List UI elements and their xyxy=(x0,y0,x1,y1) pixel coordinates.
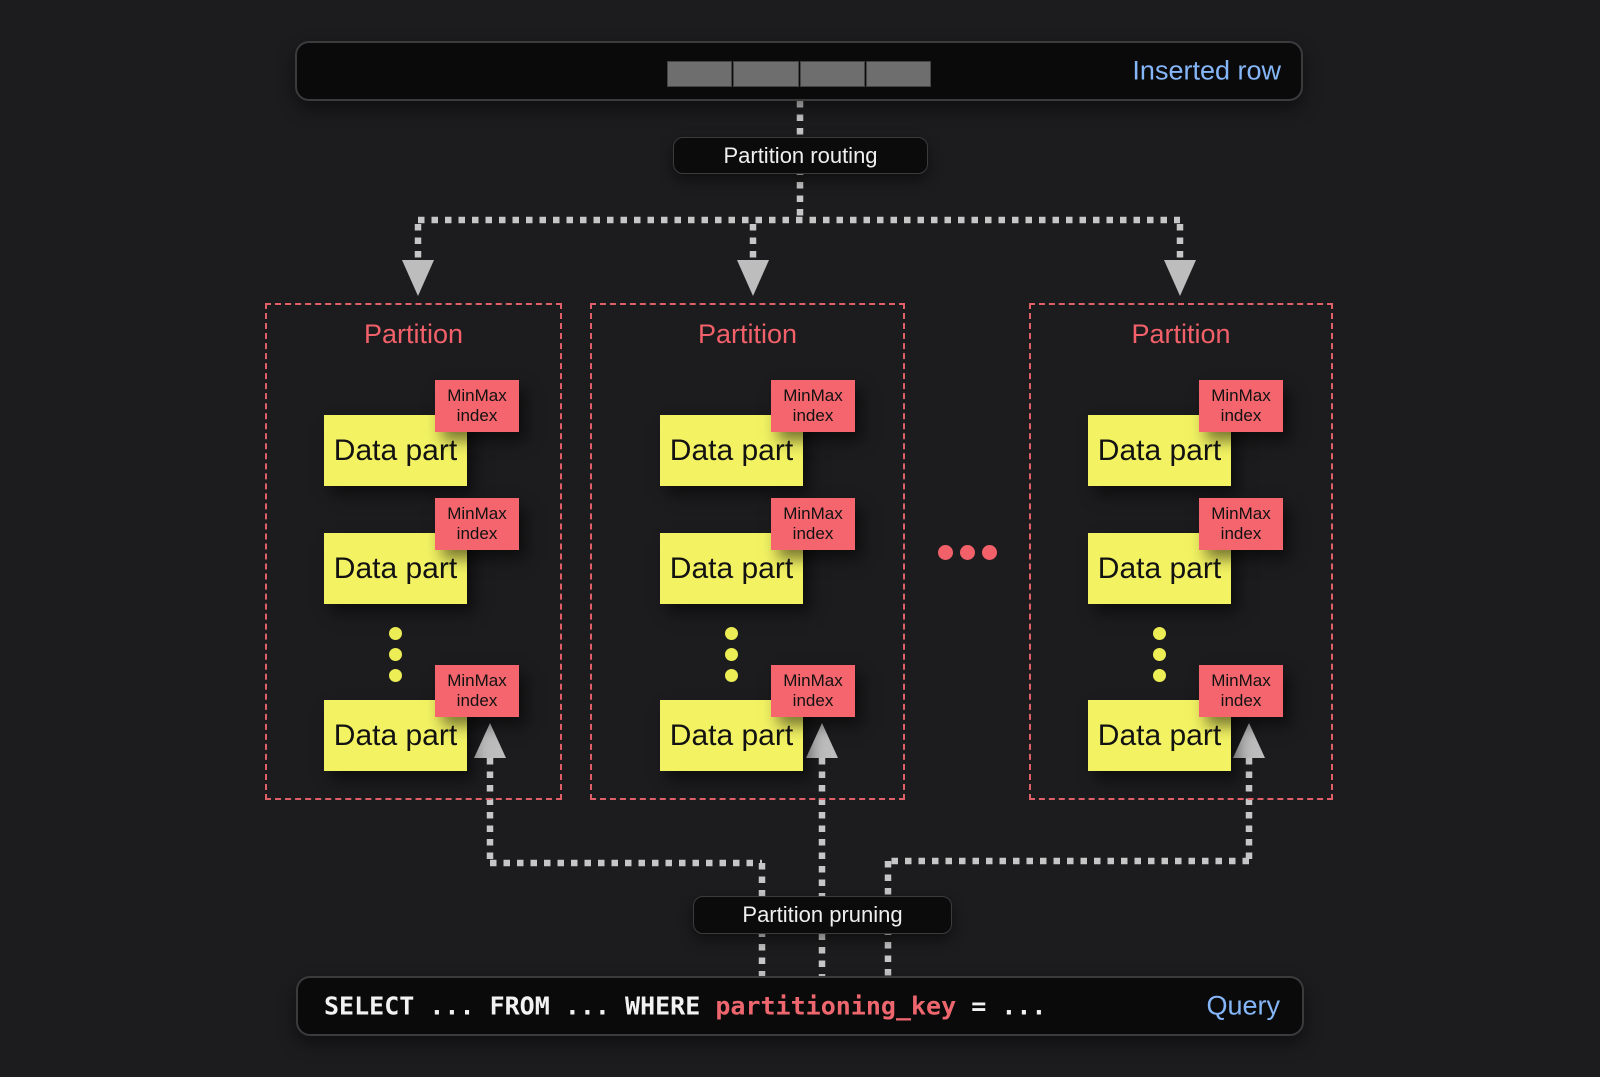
partition-box-1: Partition Data part MinMax index Data pa… xyxy=(265,303,562,800)
query-label: Query xyxy=(1206,990,1280,1021)
more-parts-dots xyxy=(1153,627,1166,682)
minmax-index: MinMax index xyxy=(771,498,855,550)
minmax-index: MinMax index xyxy=(771,665,855,717)
minmax-index-label: MinMax index xyxy=(1211,670,1271,710)
row-segment xyxy=(733,61,799,87)
data-part: Data part xyxy=(660,533,803,604)
minmax-index-label: MinMax index xyxy=(447,503,507,543)
arrow-up-partition-3 xyxy=(1233,723,1265,758)
minmax-index: MinMax index xyxy=(435,380,519,432)
data-part: Data part xyxy=(660,700,803,771)
partition-box-2: Partition Data part MinMax index Data pa… xyxy=(590,303,905,800)
minmax-index: MinMax index xyxy=(435,498,519,550)
sql-partitioning-key: partitioning_key xyxy=(715,991,957,1021)
minmax-index-label: MinMax index xyxy=(783,670,843,710)
minmax-index: MinMax index xyxy=(771,380,855,432)
inserted-row-label: Inserted row xyxy=(1132,55,1281,86)
more-parts-dots xyxy=(389,627,402,682)
sql-suffix: = ... xyxy=(956,991,1047,1021)
minmax-index: MinMax index xyxy=(435,665,519,717)
partition-title: Partition xyxy=(697,319,798,349)
minmax-index: MinMax index xyxy=(1199,498,1283,550)
arrow-down-partition-1 xyxy=(402,260,434,296)
row-segment xyxy=(865,61,932,87)
more-parts-dots xyxy=(725,627,738,682)
minmax-index-label: MinMax index xyxy=(783,385,843,425)
partition-title: Partition xyxy=(363,319,464,349)
data-part: Data part xyxy=(324,415,467,486)
minmax-index: MinMax index xyxy=(1199,380,1283,432)
sql-prefix: SELECT ... FROM ... WHERE xyxy=(324,991,716,1021)
minmax-index-label: MinMax index xyxy=(447,670,507,710)
query-box: SELECT ... FROM ... WHERE partitioning_k… xyxy=(296,976,1304,1036)
arrow-up-partition-1 xyxy=(474,723,506,758)
sql-text: SELECT ... FROM ... WHERE partitioning_k… xyxy=(324,992,1046,1021)
minmax-index-label: MinMax index xyxy=(783,503,843,543)
minmax-index-label: MinMax index xyxy=(1211,385,1271,425)
minmax-index-label: MinMax index xyxy=(447,385,507,425)
row-segments xyxy=(666,61,932,87)
minmax-index-label: MinMax index xyxy=(1211,503,1271,543)
partition-routing-label: Partition routing xyxy=(673,137,928,174)
arrow-down-partition-3 xyxy=(1164,260,1196,296)
partition-pruning-text: Partition pruning xyxy=(742,902,903,927)
row-segment xyxy=(799,61,865,87)
minmax-index: MinMax index xyxy=(1199,665,1283,717)
arrow-up-partition-2 xyxy=(806,723,838,758)
inserted-row-box: Inserted row xyxy=(295,41,1303,101)
partition-title: Partition xyxy=(1131,319,1231,349)
partition-routing-text: Partition routing xyxy=(723,142,878,168)
row-segment xyxy=(666,61,733,87)
partition-pruning-label: Partition pruning xyxy=(693,896,952,934)
arrow-down-partition-2 xyxy=(737,260,769,296)
more-partitions-dots xyxy=(938,545,997,560)
partition-box-3: Partition Data part MinMax index Data pa… xyxy=(1029,303,1333,800)
